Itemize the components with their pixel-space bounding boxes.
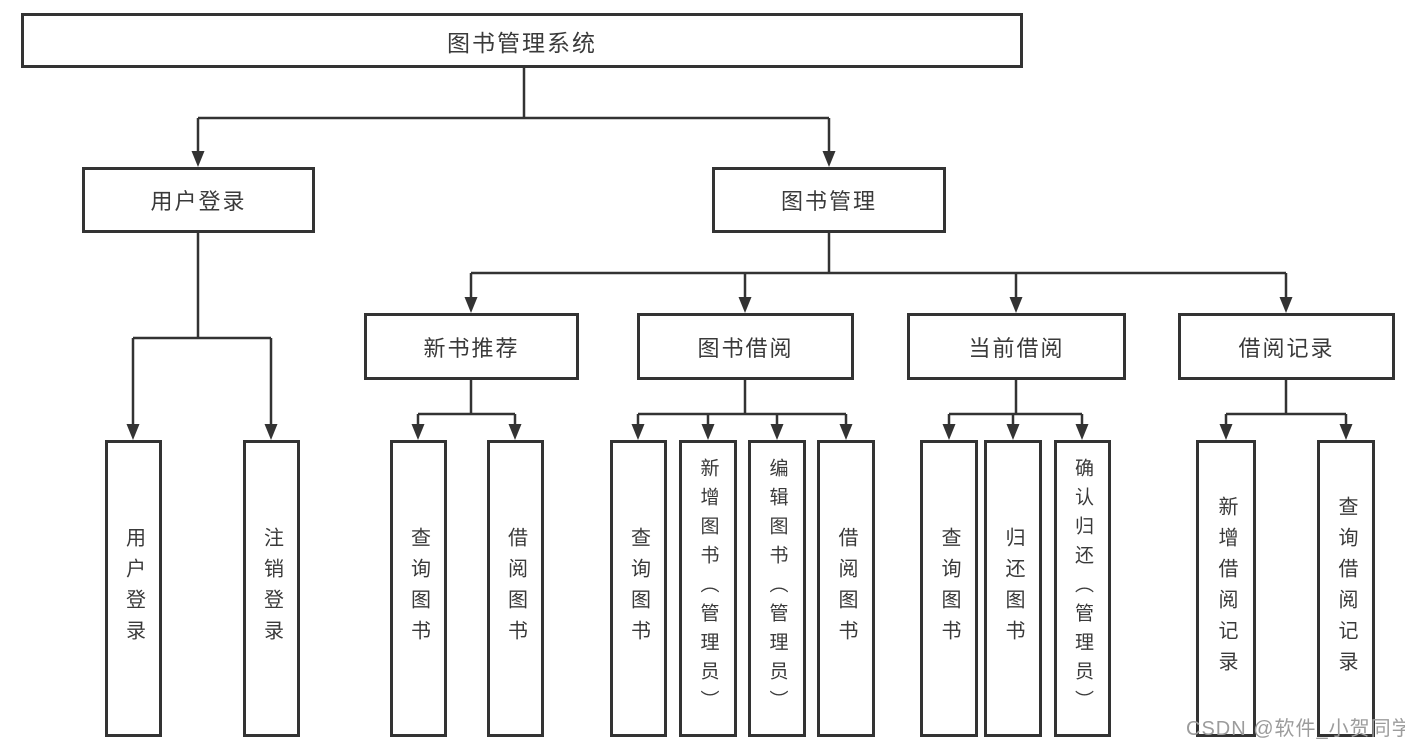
leaf-borrow-books-recommend: 借阅图书 [487, 440, 544, 737]
node-label: 图书借阅 [697, 335, 794, 361]
leaf-return-books: 归还图书 [984, 440, 1042, 737]
csdn-watermark: CSDN @软件_小贺同学 [1186, 718, 1405, 740]
node-label: 用户登录 [122, 526, 145, 651]
leaf-query-books-current: 查询图书 [920, 440, 978, 737]
node-label: 新增借阅记录 [1215, 495, 1237, 682]
node-label: 借阅图书 [504, 526, 527, 651]
leaf-edit-book-admin: 编辑图书（管理员） [748, 440, 806, 737]
node-new-book-recommend: 新书推荐 [364, 313, 579, 380]
leaf-user-login: 用户登录 [105, 440, 162, 737]
node-label: 借阅记录 [1238, 335, 1335, 361]
node-label: 新书推荐 [423, 335, 520, 361]
leaf-add-book-admin: 新增图书（管理员） [679, 440, 737, 737]
leaf-logout: 注销登录 [243, 440, 300, 737]
node-label: 查询图书 [938, 526, 960, 651]
node-root-library-system: 图书管理系统 [21, 13, 1023, 68]
node-label: 查询图书 [627, 526, 650, 651]
leaf-query-borrow-record: 查询借阅记录 [1317, 440, 1375, 737]
node-label: 归还图书 [1002, 526, 1024, 651]
node-label: 图书管理 [780, 189, 877, 214]
node-label: 用户登录 [150, 189, 247, 214]
leaf-query-books-borrow: 查询图书 [610, 440, 667, 737]
node-borrow-records: 借阅记录 [1178, 313, 1395, 380]
node-label: 确认归还（管理员） [1072, 458, 1093, 719]
node-label: 查询借阅记录 [1335, 495, 1357, 682]
leaf-query-books-recommend: 查询图书 [390, 440, 447, 737]
node-label: 注销登录 [260, 526, 283, 651]
node-label: 当前借阅 [968, 335, 1065, 361]
node-label: 编辑图书（管理员） [766, 458, 788, 719]
node-book-management: 图书管理 [712, 167, 946, 233]
node-book-borrow: 图书借阅 [637, 313, 854, 380]
node-label: 新增图书（管理员） [697, 458, 719, 719]
leaf-borrow-books: 借阅图书 [817, 440, 875, 737]
node-user-login: 用户登录 [82, 167, 315, 233]
node-label: 借阅图书 [835, 526, 857, 651]
node-label: 查询图书 [407, 526, 430, 651]
node-label: 图书管理系统 [447, 29, 597, 56]
leaf-add-borrow-record: 新增借阅记录 [1196, 440, 1256, 737]
node-current-borrow: 当前借阅 [907, 313, 1126, 380]
leaf-confirm-return-admin: 确认归还（管理员） [1054, 440, 1111, 737]
